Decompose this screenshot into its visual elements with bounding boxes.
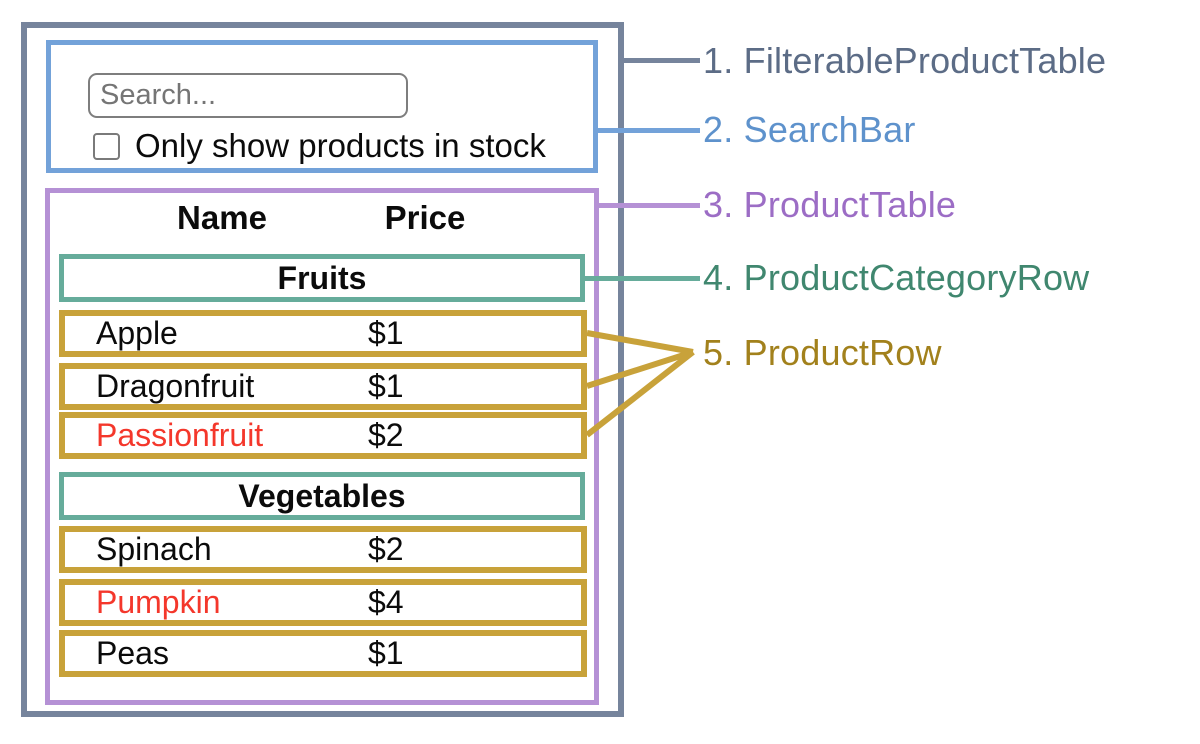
connector-product-rows (585, 330, 695, 438)
category-label: Vegetables (238, 477, 406, 514)
in-stock-filter-row: Only show products in stock (93, 127, 546, 164)
legend-item-product-row: 5. ProductRow (703, 332, 942, 373)
connector-search-bar (598, 128, 700, 133)
search-bar-box: Only show products in stock (46, 40, 598, 173)
connector-product-table (599, 203, 700, 208)
search-input[interactable] (88, 73, 408, 118)
category-label: Fruits (277, 259, 367, 296)
product-row-apple: Apple $1 (59, 310, 587, 357)
product-name: Passionfruit (96, 417, 264, 453)
product-row-peas: Peas $1 (59, 630, 587, 677)
legend-item-product-category-row: 4. ProductCategoryRow (703, 257, 1090, 298)
column-header-price: Price (384, 199, 466, 236)
product-row-passionfruit: Passionfruit $2 (59, 412, 587, 459)
connector-filterable-product-table (620, 58, 700, 63)
connector-product-category-row (585, 276, 700, 281)
product-row-pumpkin: Pumpkin $4 (59, 579, 587, 626)
in-stock-checkbox[interactable] (93, 132, 120, 160)
product-name: Peas (96, 635, 169, 671)
product-row-dragonfruit: Dragonfruit $1 (59, 363, 587, 410)
product-name: Pumpkin (96, 584, 221, 620)
legend-item-filterable-product-table: 1. FilterableProductTable (703, 40, 1107, 81)
category-row-fruits: Fruits (59, 254, 585, 302)
product-name: Dragonfruit (96, 368, 255, 404)
legend-item-search-bar: 2. SearchBar (703, 109, 916, 150)
in-stock-checkbox-label: Only show products in stock (135, 127, 546, 164)
column-header-name: Name (177, 199, 267, 236)
category-row-vegetables: Vegetables (59, 472, 585, 520)
product-price: $1 (368, 368, 404, 404)
product-name: Apple (96, 315, 178, 351)
product-price: $1 (368, 315, 404, 351)
product-row-spinach: Spinach $2 (59, 526, 587, 573)
legend-item-product-table: 3. ProductTable (703, 184, 957, 225)
product-price: $2 (368, 531, 404, 567)
product-name: Spinach (96, 531, 212, 567)
product-price: $1 (368, 635, 404, 671)
product-price: $4 (368, 584, 404, 620)
product-price: $2 (368, 417, 404, 453)
